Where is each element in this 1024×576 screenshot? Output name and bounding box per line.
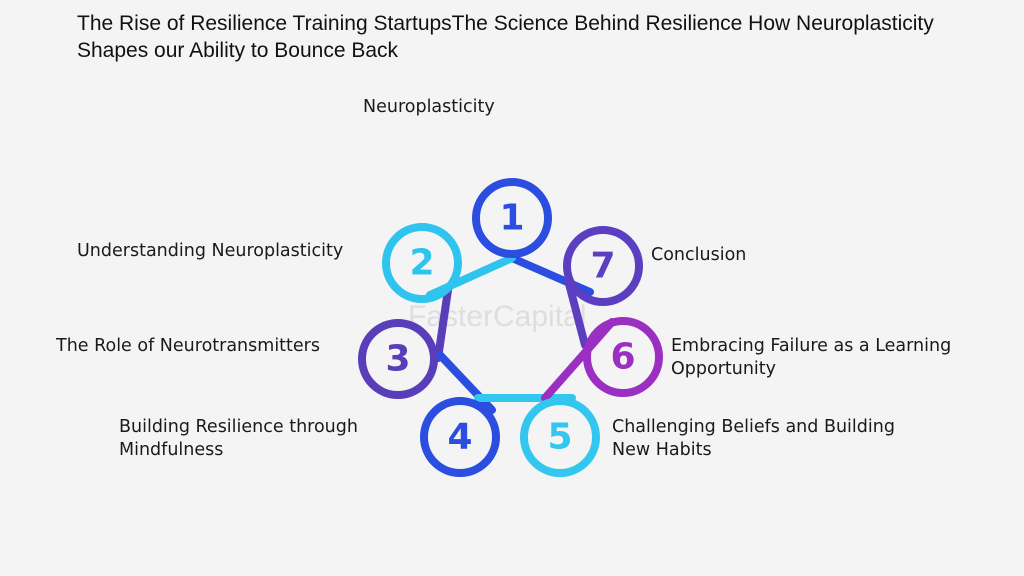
step-6-number: 6 [610, 337, 635, 378]
step-7-ring [563, 226, 643, 306]
step-4-number: 4 [447, 417, 472, 458]
step-1-number: 1 [499, 198, 524, 239]
step-6-label: Embracing Failure as a Learning Opportun… [671, 336, 952, 379]
step-4-ring [420, 397, 500, 477]
step-7-number: 7 [590, 246, 615, 287]
step-5-ring [520, 397, 600, 477]
connector-7-6 [564, 276, 589, 349]
connector-2-3 [434, 286, 452, 362]
step-4-label: Building Resilience through Mindfulness [119, 417, 358, 460]
diagram-heading: Neuroplasticity [363, 97, 495, 117]
step-2-label: Understanding Neuroplasticity [77, 241, 344, 261]
watermark: FasterCapital [408, 300, 587, 333]
step-6-ring [583, 317, 663, 397]
connector-5-6 [541, 318, 616, 402]
page-title: The Rise of Resilience Training Startups… [77, 12, 934, 62]
step-3-number: 3 [385, 339, 410, 380]
step-5-number: 5 [547, 417, 572, 458]
step-3-ring [358, 319, 438, 399]
step-1-ring [472, 178, 552, 258]
step-3-label: The Role of Neurotransmitters [56, 336, 320, 356]
step-7-label: Conclusion [651, 245, 747, 265]
step-2-ring [382, 223, 462, 303]
step-5-label: Challenging Beliefs and Building New Hab… [612, 417, 895, 460]
step-2-number: 2 [409, 243, 434, 284]
